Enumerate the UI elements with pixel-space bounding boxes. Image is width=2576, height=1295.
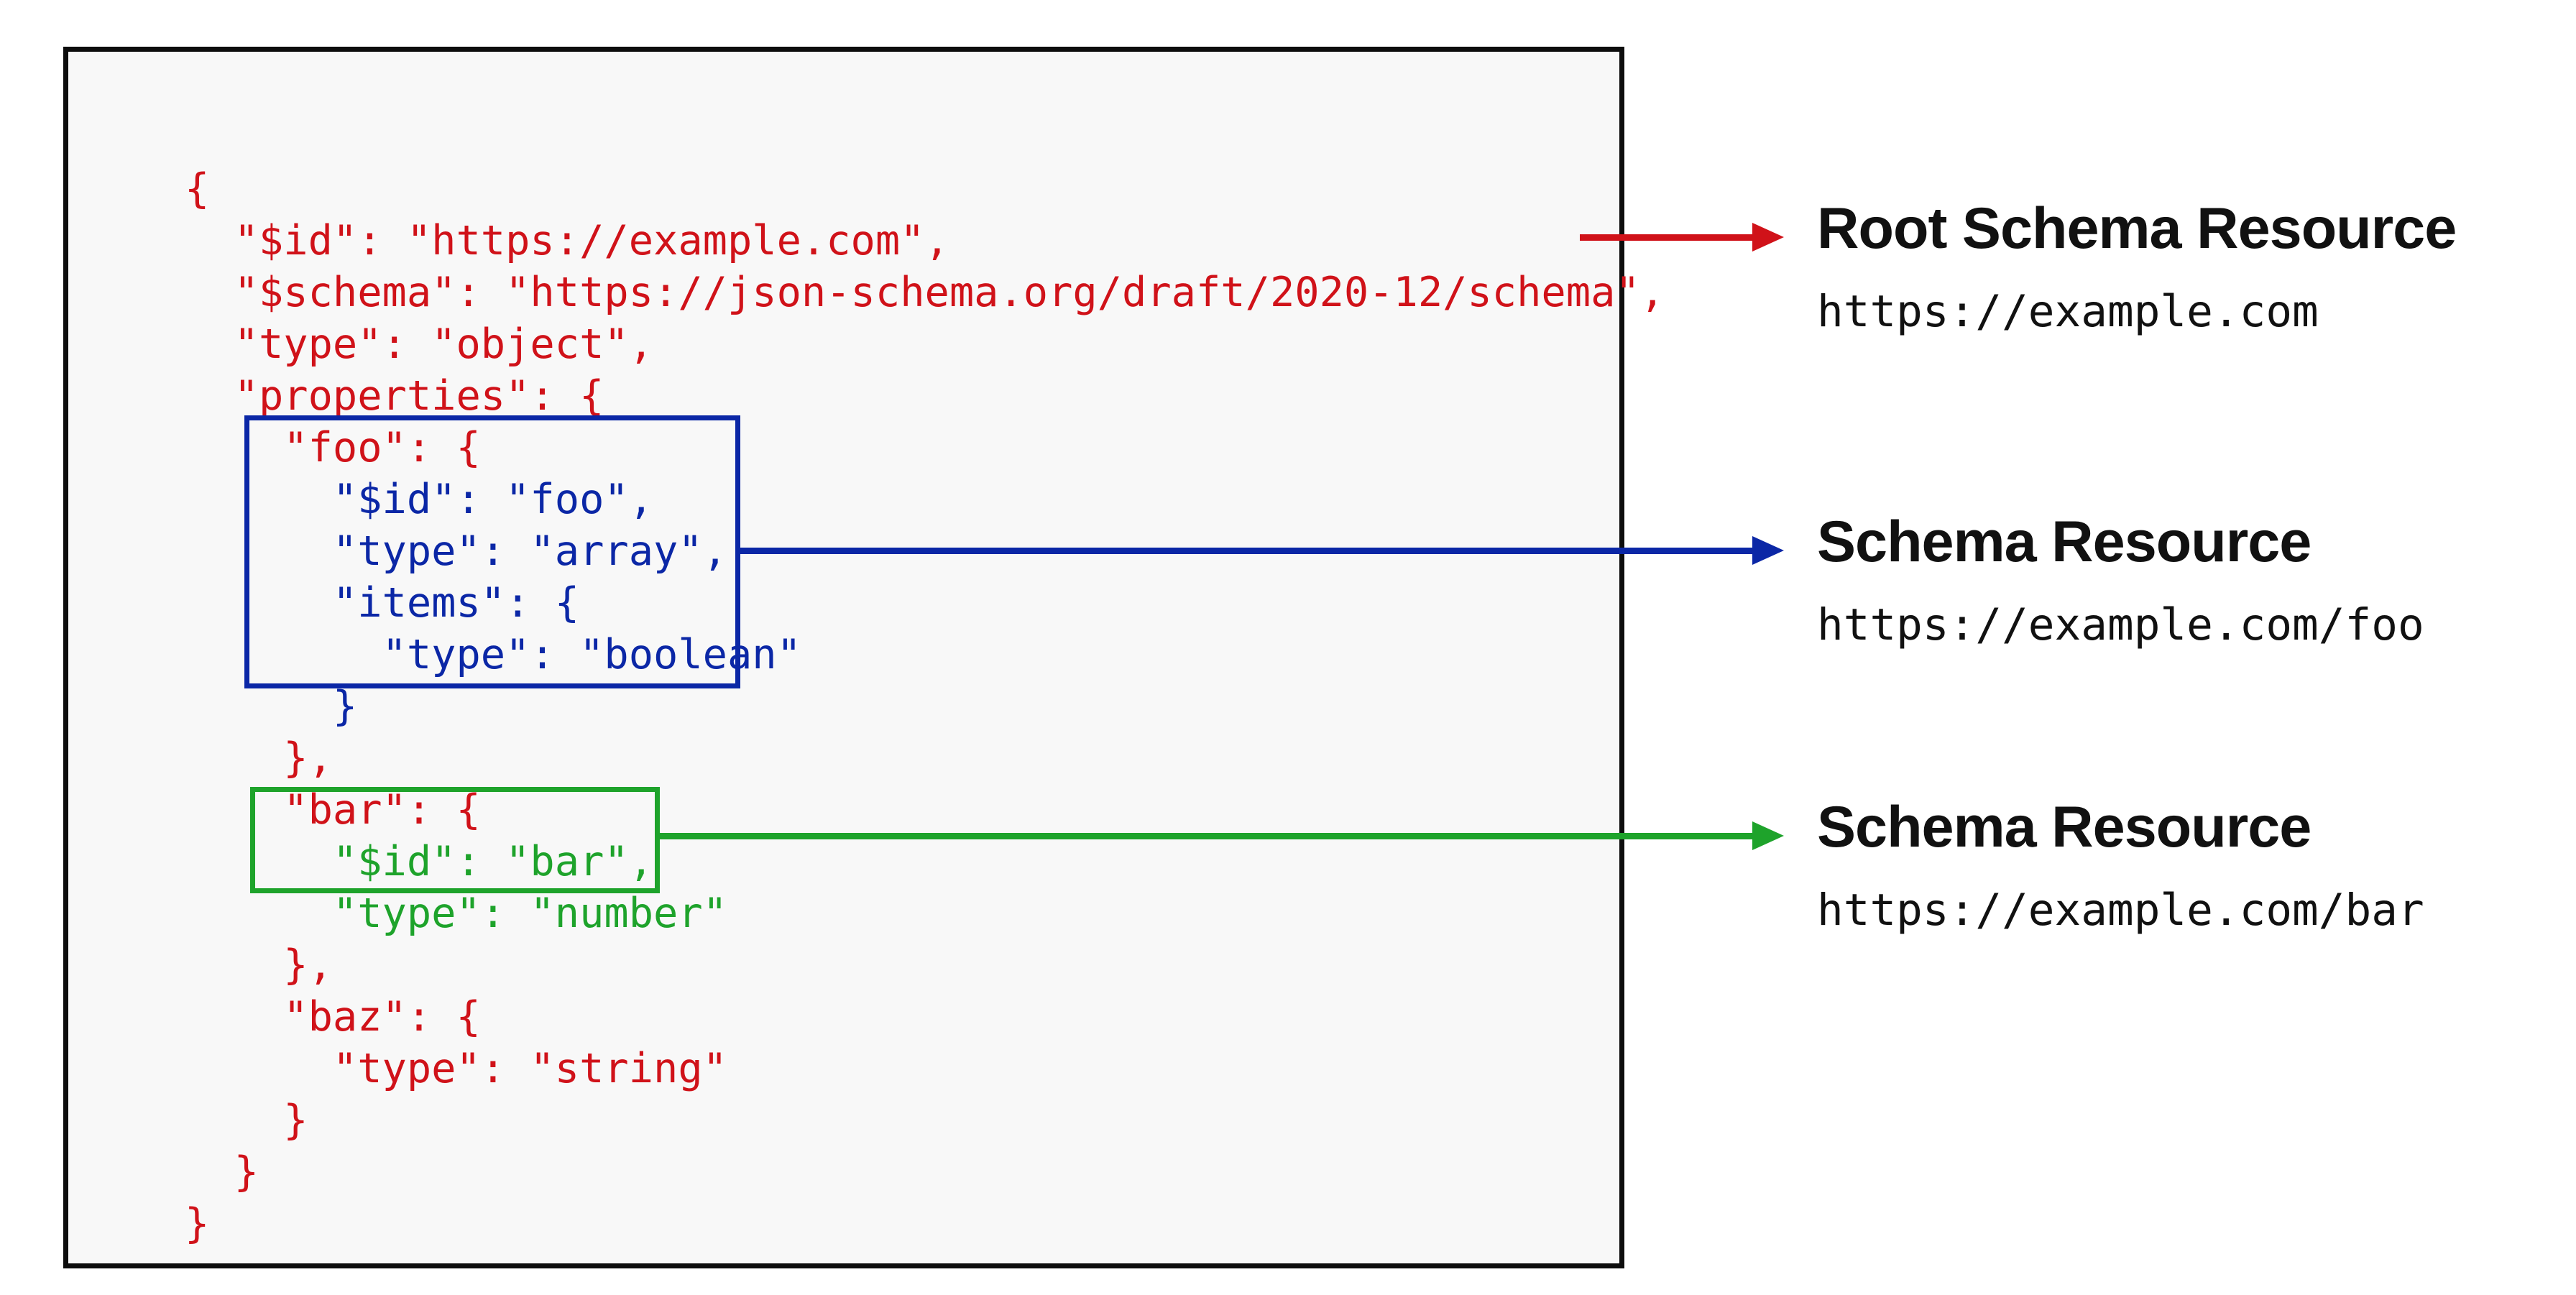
json-code: { "$id": "https://example.com", "$schema… <box>185 163 1665 1250</box>
foo-schema-label-group: Schema Resource https://example.com/foo <box>1817 510 2424 650</box>
code-line: "foo": { <box>185 424 481 471</box>
code-line: "$schema": "https://json-schema.org/draf… <box>185 269 1665 316</box>
bar-schema-resource-highlight-box <box>250 787 660 893</box>
foo-schema-arrow-line <box>739 548 1752 554</box>
code-line: "baz": { <box>185 993 481 1041</box>
code-line: "bar": { <box>185 786 481 834</box>
json-code-panel: { "$id": "https://example.com", "$schema… <box>63 47 1665 1268</box>
code-line: "type": "object", <box>185 321 654 368</box>
code-line: "type": "array", <box>185 527 727 575</box>
code-line: }, <box>185 941 333 989</box>
code-line: { <box>185 165 210 213</box>
bar-schema-arrow-head-icon <box>1752 821 1784 850</box>
foo-schema-label-url: https://example.com/foo <box>1817 599 2424 650</box>
root-schema-arrow-head-icon <box>1752 223 1784 252</box>
code-line: } <box>185 1097 308 1144</box>
root-schema-arrow-line <box>1580 234 1752 241</box>
code-line: "$id": "https://example.com", <box>185 217 949 264</box>
code-line: } <box>185 1200 210 1248</box>
code-line: } <box>185 1148 259 1196</box>
code-line: "items": { <box>185 579 580 627</box>
code-line: "$id": "foo", <box>185 476 654 523</box>
foo-schema-label-title: Schema Resource <box>1817 510 2312 574</box>
code-line: "type": "number" <box>185 890 727 937</box>
code-line: "$id": "bar", <box>185 838 654 885</box>
code-line: }, <box>185 734 333 782</box>
bar-schema-label-group: Schema Resource https://example.com/bar <box>1817 795 2424 936</box>
root-schema-label-url: https://example.com <box>1817 286 2319 337</box>
code-line: "type": "boolean" <box>185 631 801 678</box>
bar-schema-label-title: Schema Resource <box>1817 795 2312 860</box>
foo-schema-arrow-head-icon <box>1752 536 1784 565</box>
bar-schema-label-url: https://example.com/bar <box>1817 885 2424 936</box>
root-schema-label-title: Root Schema Resource <box>1817 196 2457 261</box>
foo-schema-resource-highlight-box <box>244 415 740 688</box>
code-line: "properties": { <box>185 372 604 420</box>
code-line: } <box>185 683 358 730</box>
root-schema-label-group: Root Schema Resource https://example.com <box>1817 196 2457 337</box>
code-line: "type": "string" <box>185 1045 727 1092</box>
bar-schema-arrow-line <box>658 833 1752 839</box>
